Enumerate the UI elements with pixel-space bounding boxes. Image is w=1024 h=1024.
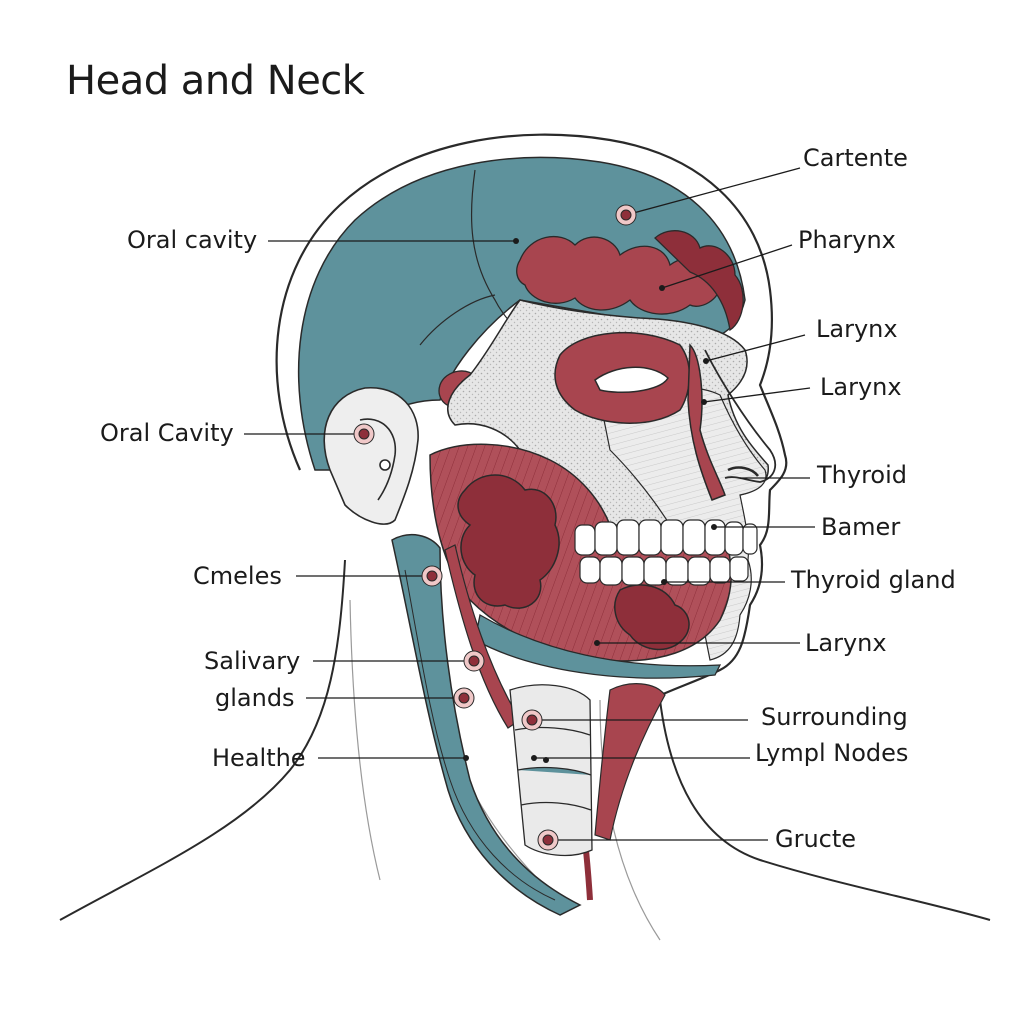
label-oral-cavity-lower: Oral Cavity [100,419,234,447]
page-title: Head and Neck [66,58,365,104]
point-dot [531,755,537,761]
label-larynx-1: Larynx [816,315,898,343]
label-cartente: Cartente [803,144,908,172]
label-bamer: Bamer [821,513,901,541]
label-glands: glands [215,684,295,712]
skull-cap [297,156,746,471]
label-thyroid-gland: Thyroid gland [791,566,956,594]
point-dot [703,358,709,364]
label-larynx-2: Larynx [820,373,902,401]
leader-larynx-2 [703,387,811,403]
point-dot [661,579,667,585]
ear [323,387,419,525]
teeth [574,519,758,586]
leader-larynx-1 [705,334,806,362]
label-surrounding: Surrounding [761,703,908,731]
label-lymph-nodes: Lympl Nodes [755,739,909,767]
label-oral-cavity-upper: Oral cavity [127,226,258,254]
label-gructe: Gructe [775,825,857,853]
leader-lines [244,167,815,841]
label-pharynx: Pharynx [798,226,896,254]
marker [463,650,485,672]
marker [453,687,475,709]
leader-pharynx [661,244,793,289]
label-salivary: Salivary [204,647,301,675]
point-dot [513,238,519,244]
point-dot [543,757,549,763]
marker [521,709,543,731]
mouth-floor [474,613,722,679]
point-dot [594,640,600,646]
leader-cartente [625,167,801,216]
marker [421,565,443,587]
point-dot [463,755,469,761]
marker [353,423,375,445]
trachea [509,684,593,857]
markers [353,204,717,851]
point-dot [701,399,707,405]
eye-orbit [554,331,726,501]
label-larynx-3: Larynx [805,629,887,657]
marker [615,204,637,226]
point-dot [711,524,717,530]
head-outline [275,133,788,701]
label-thyroid: Thyroid [817,461,907,489]
point-dot [659,285,665,291]
marker [537,829,559,851]
label-cmeles: Cmeles [193,562,282,590]
label-healthe: Healthe [212,744,306,772]
